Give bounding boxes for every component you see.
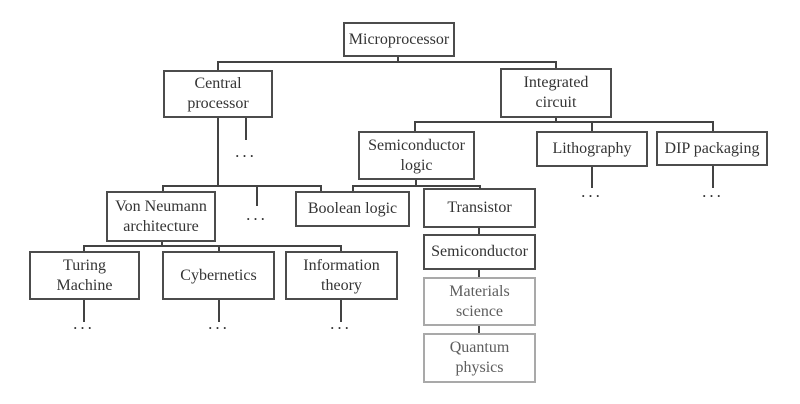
node-boolean-logic: Boolean logic	[295, 191, 410, 227]
connector-drop-von-neumann	[162, 185, 164, 191]
connector-lithography-ellipsis-stem	[591, 167, 593, 188]
connector-drop-transistor	[479, 185, 481, 189]
ellipsis-dip-packaging-more: ...	[702, 182, 724, 201]
connector-cybernetics-ellipsis-stem	[218, 300, 220, 322]
node-semiconductor-logic: Semiconductor logic	[358, 131, 475, 180]
ellipsis-information-theory-more: ...	[330, 314, 352, 333]
connector-semiconductor-materials	[478, 270, 480, 277]
ellipsis-central-processor-more: ...	[235, 142, 257, 161]
node-semiconductor: Semiconductor	[423, 234, 536, 270]
connector-transistor-semiconductor	[478, 228, 480, 234]
connector-bus-ellipsis-stem	[256, 185, 258, 206]
connector-drop-information-theory	[340, 245, 342, 251]
node-materials-science: Materials science	[423, 277, 536, 326]
connector-dip-ellipsis-stem	[712, 166, 714, 188]
connector-drop-boolean-logic-left	[320, 185, 322, 191]
connector-information-ellipsis-stem	[340, 300, 342, 322]
connector-drop-turing-machine	[83, 245, 85, 251]
connector-drop-integrated-circuit	[555, 61, 557, 68]
node-lithography: Lithography	[536, 131, 648, 167]
node-turing-machine: Turing Machine	[29, 251, 140, 300]
connector-drop-cybernetics	[218, 245, 220, 251]
connector-microprocessor-bus	[217, 61, 557, 63]
connector-materials-quantum	[478, 326, 480, 333]
connector-drop-boolean-logic-right	[352, 185, 354, 191]
connector-drop-lithography	[591, 121, 593, 131]
ellipsis-von-neumann-level-more: ...	[246, 205, 268, 224]
node-information-theory: Information theory	[285, 251, 398, 300]
connector-microprocessor-stub	[397, 57, 399, 63]
node-central-processor: Central processor	[163, 70, 273, 118]
ellipsis-cybernetics-more: ...	[208, 314, 230, 333]
connector-von-neumann-bus	[83, 245, 342, 247]
ellipsis-lithography-more: ...	[581, 182, 603, 201]
node-microprocessor: Microprocessor	[343, 22, 455, 57]
connector-semiconductor-logic-stub	[415, 180, 417, 187]
connector-central-processor-bus	[162, 185, 322, 187]
connector-von-neumann-stub	[161, 242, 163, 247]
connector-central-processor-ellipsis-stem	[245, 118, 247, 140]
node-quantum-physics: Quantum physics	[423, 333, 536, 383]
connector-integrated-circuit-bus	[414, 121, 714, 123]
connector-central-processor-trunk	[217, 118, 219, 187]
connector-integrated-circuit-stub	[555, 118, 557, 123]
node-cybernetics: Cybernetics	[162, 251, 275, 300]
node-dip-packaging: DIP packaging	[656, 131, 768, 166]
connector-turing-ellipsis-stem	[83, 300, 85, 322]
node-transistor: Transistor	[423, 188, 536, 228]
connector-semiconductor-logic-bus	[352, 185, 481, 187]
ellipsis-turing-machine-more: ...	[73, 314, 95, 333]
connector-drop-dip-packaging	[712, 121, 714, 131]
node-integrated-circuit: Integrated circuit	[500, 68, 612, 118]
connector-drop-semiconductor-logic	[414, 121, 416, 131]
node-von-neumann-architecture: Von Neumann architecture	[106, 191, 216, 242]
connector-drop-central-processor	[217, 61, 219, 70]
